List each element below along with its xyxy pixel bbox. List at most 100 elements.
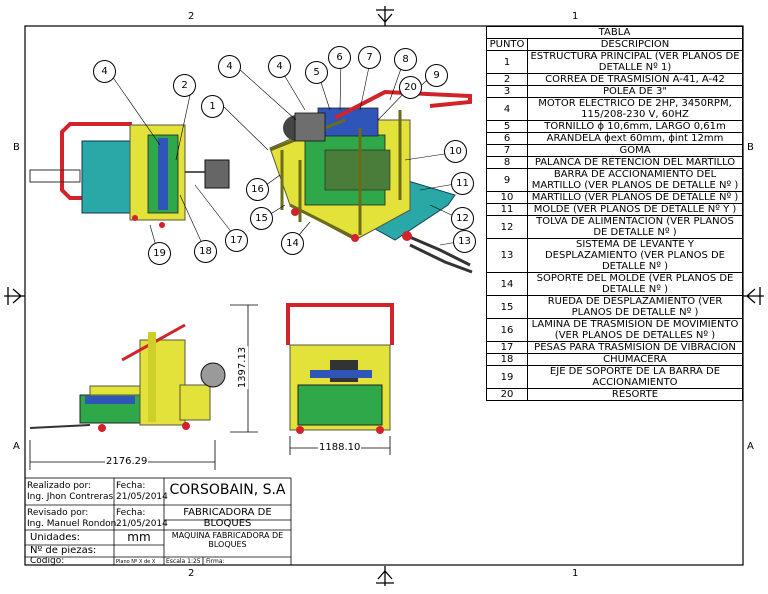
dim-side-length: 2176.29 [105, 456, 149, 467]
part-description: PESAS PARA TRASMISION DE VIBRACION [527, 341, 743, 354]
part-description: CORREA DE TRASMISION A-41, A-42 [527, 73, 743, 86]
piezas-label: Nº de piezas: [30, 546, 97, 556]
part-description: ESTRUCTURA PRINCIPAL (VER PLANOS DE DETA… [527, 50, 743, 74]
callout-15: 15 [250, 207, 273, 230]
callout-9: 9 [425, 64, 448, 87]
part-number: 11 [486, 203, 528, 216]
part-number: 8 [486, 156, 528, 169]
part-number: 17 [486, 341, 528, 354]
signature-label: Firma: [206, 558, 225, 565]
part-description: CHUMACERA [527, 353, 743, 366]
part-number: 4 [486, 97, 528, 121]
part-number: 15 [486, 295, 528, 319]
part-description: GOMA [527, 144, 743, 157]
side-view [29, 304, 258, 470]
part-number: 7 [486, 144, 528, 157]
callout-4c: 4 [268, 55, 291, 78]
part-number: 1 [486, 50, 528, 74]
drawing-title: FABRICADORA DE BLOQUES [183, 507, 272, 529]
part-description: ARANDELA ϕext 60mm, ϕint 12mm [527, 132, 743, 145]
parts-header-desc: DESCRIPCION [527, 38, 743, 51]
title-block-grid [24, 477, 292, 566]
revisado-label: Revisado por: [27, 508, 89, 518]
part-description: MOTOR ELECTRICO DE 2HP, 3450RPM, 115/208… [527, 97, 743, 121]
part-description: PALANCA DE RETENCION DEL MARTILLO [527, 156, 743, 169]
callout-7: 7 [358, 46, 381, 69]
callout-1: 1 [201, 95, 224, 118]
company-name: CORSOBAIN, S.A [169, 482, 286, 498]
callout-11: 11 [451, 172, 474, 195]
callout-4b: 4 [218, 55, 241, 78]
part-description: TORNILLO ϕ 10,6mm, LARGO 0,61m [527, 120, 743, 133]
zone-top-left: 2 [188, 11, 195, 22]
center-mark-right [743, 287, 764, 305]
revisado-name: Ing. Manuel Rondon [27, 519, 117, 529]
scale: Escala 1:25 [166, 558, 201, 565]
zone-top-right: 1 [572, 11, 579, 22]
part-number: 5 [486, 120, 528, 133]
callout-13: 13 [453, 230, 476, 253]
parts-header-num: PUNTO [486, 38, 528, 51]
top-view [29, 122, 230, 228]
callout-17: 17 [225, 229, 248, 252]
row-right-top: B [747, 142, 754, 153]
callout-20: 20 [399, 76, 422, 99]
front-view [286, 303, 394, 455]
zone-bottom-left: 2 [188, 568, 195, 579]
part-description: TOLVA DE ALIMENTACION (VER PLANOS DE DET… [527, 215, 743, 239]
callout-12: 12 [451, 207, 474, 230]
plano-number: Plano Nº X de X [116, 559, 156, 565]
part-description: MOLDE (VER PLANOS DE DETALLE Nº Y ) [527, 203, 743, 216]
part-description: RUEDA DE DESPLAZAMIENTO (VER PLANOS DE D… [527, 295, 743, 319]
part-description: SOPORTE DEL MOLDE (VER PLANOS DE DETALLE… [527, 272, 743, 296]
part-number: 13 [486, 238, 528, 273]
part-number: 10 [486, 191, 528, 204]
realizado-label: Realizado por: [27, 481, 92, 491]
part-number: 14 [486, 272, 528, 296]
callout-10: 10 [444, 140, 467, 163]
row-left-top: B [13, 142, 20, 153]
part-description: LAMINA DE TRASMISION DE MOVIMIENTO (VER … [527, 318, 743, 342]
part-number: 9 [486, 168, 528, 192]
unidades-value: mm [127, 531, 151, 544]
center-mark-left [4, 287, 25, 305]
dim-height: 1397.13 [237, 345, 249, 390]
part-description: BARRA DE ACCIONAMIENTO DEL MARTILLO (VER… [527, 168, 743, 192]
dim-front-width: 1188.10 [318, 442, 362, 453]
callout-18: 18 [194, 240, 217, 263]
part-number: 19 [486, 365, 528, 389]
part-number: 16 [486, 318, 528, 342]
callout-6: 6 [328, 46, 351, 69]
callout-4a: 4 [93, 60, 116, 83]
callout-19: 19 [148, 242, 171, 265]
part-number: 18 [486, 353, 528, 366]
part-description: POLEA DE 3" [527, 85, 743, 98]
callout-8: 8 [394, 48, 417, 71]
callout-14: 14 [281, 232, 304, 255]
part-description: RESORTE [527, 388, 743, 401]
unidades-label: Unidades: [30, 533, 80, 543]
part-description: MARTILLO (VER PLANOS DE DETALLE Nº ) [527, 191, 743, 204]
callout-2: 2 [173, 74, 196, 97]
part-description: SISTEMA DE LEVANTE Y DESPLAZAMIENTO (VER… [527, 238, 743, 273]
fecha-1: 21/05/2014 [116, 492, 168, 502]
isometric-view [269, 89, 473, 274]
callout-5: 5 [305, 61, 328, 84]
center-mark-bottom [376, 566, 394, 586]
